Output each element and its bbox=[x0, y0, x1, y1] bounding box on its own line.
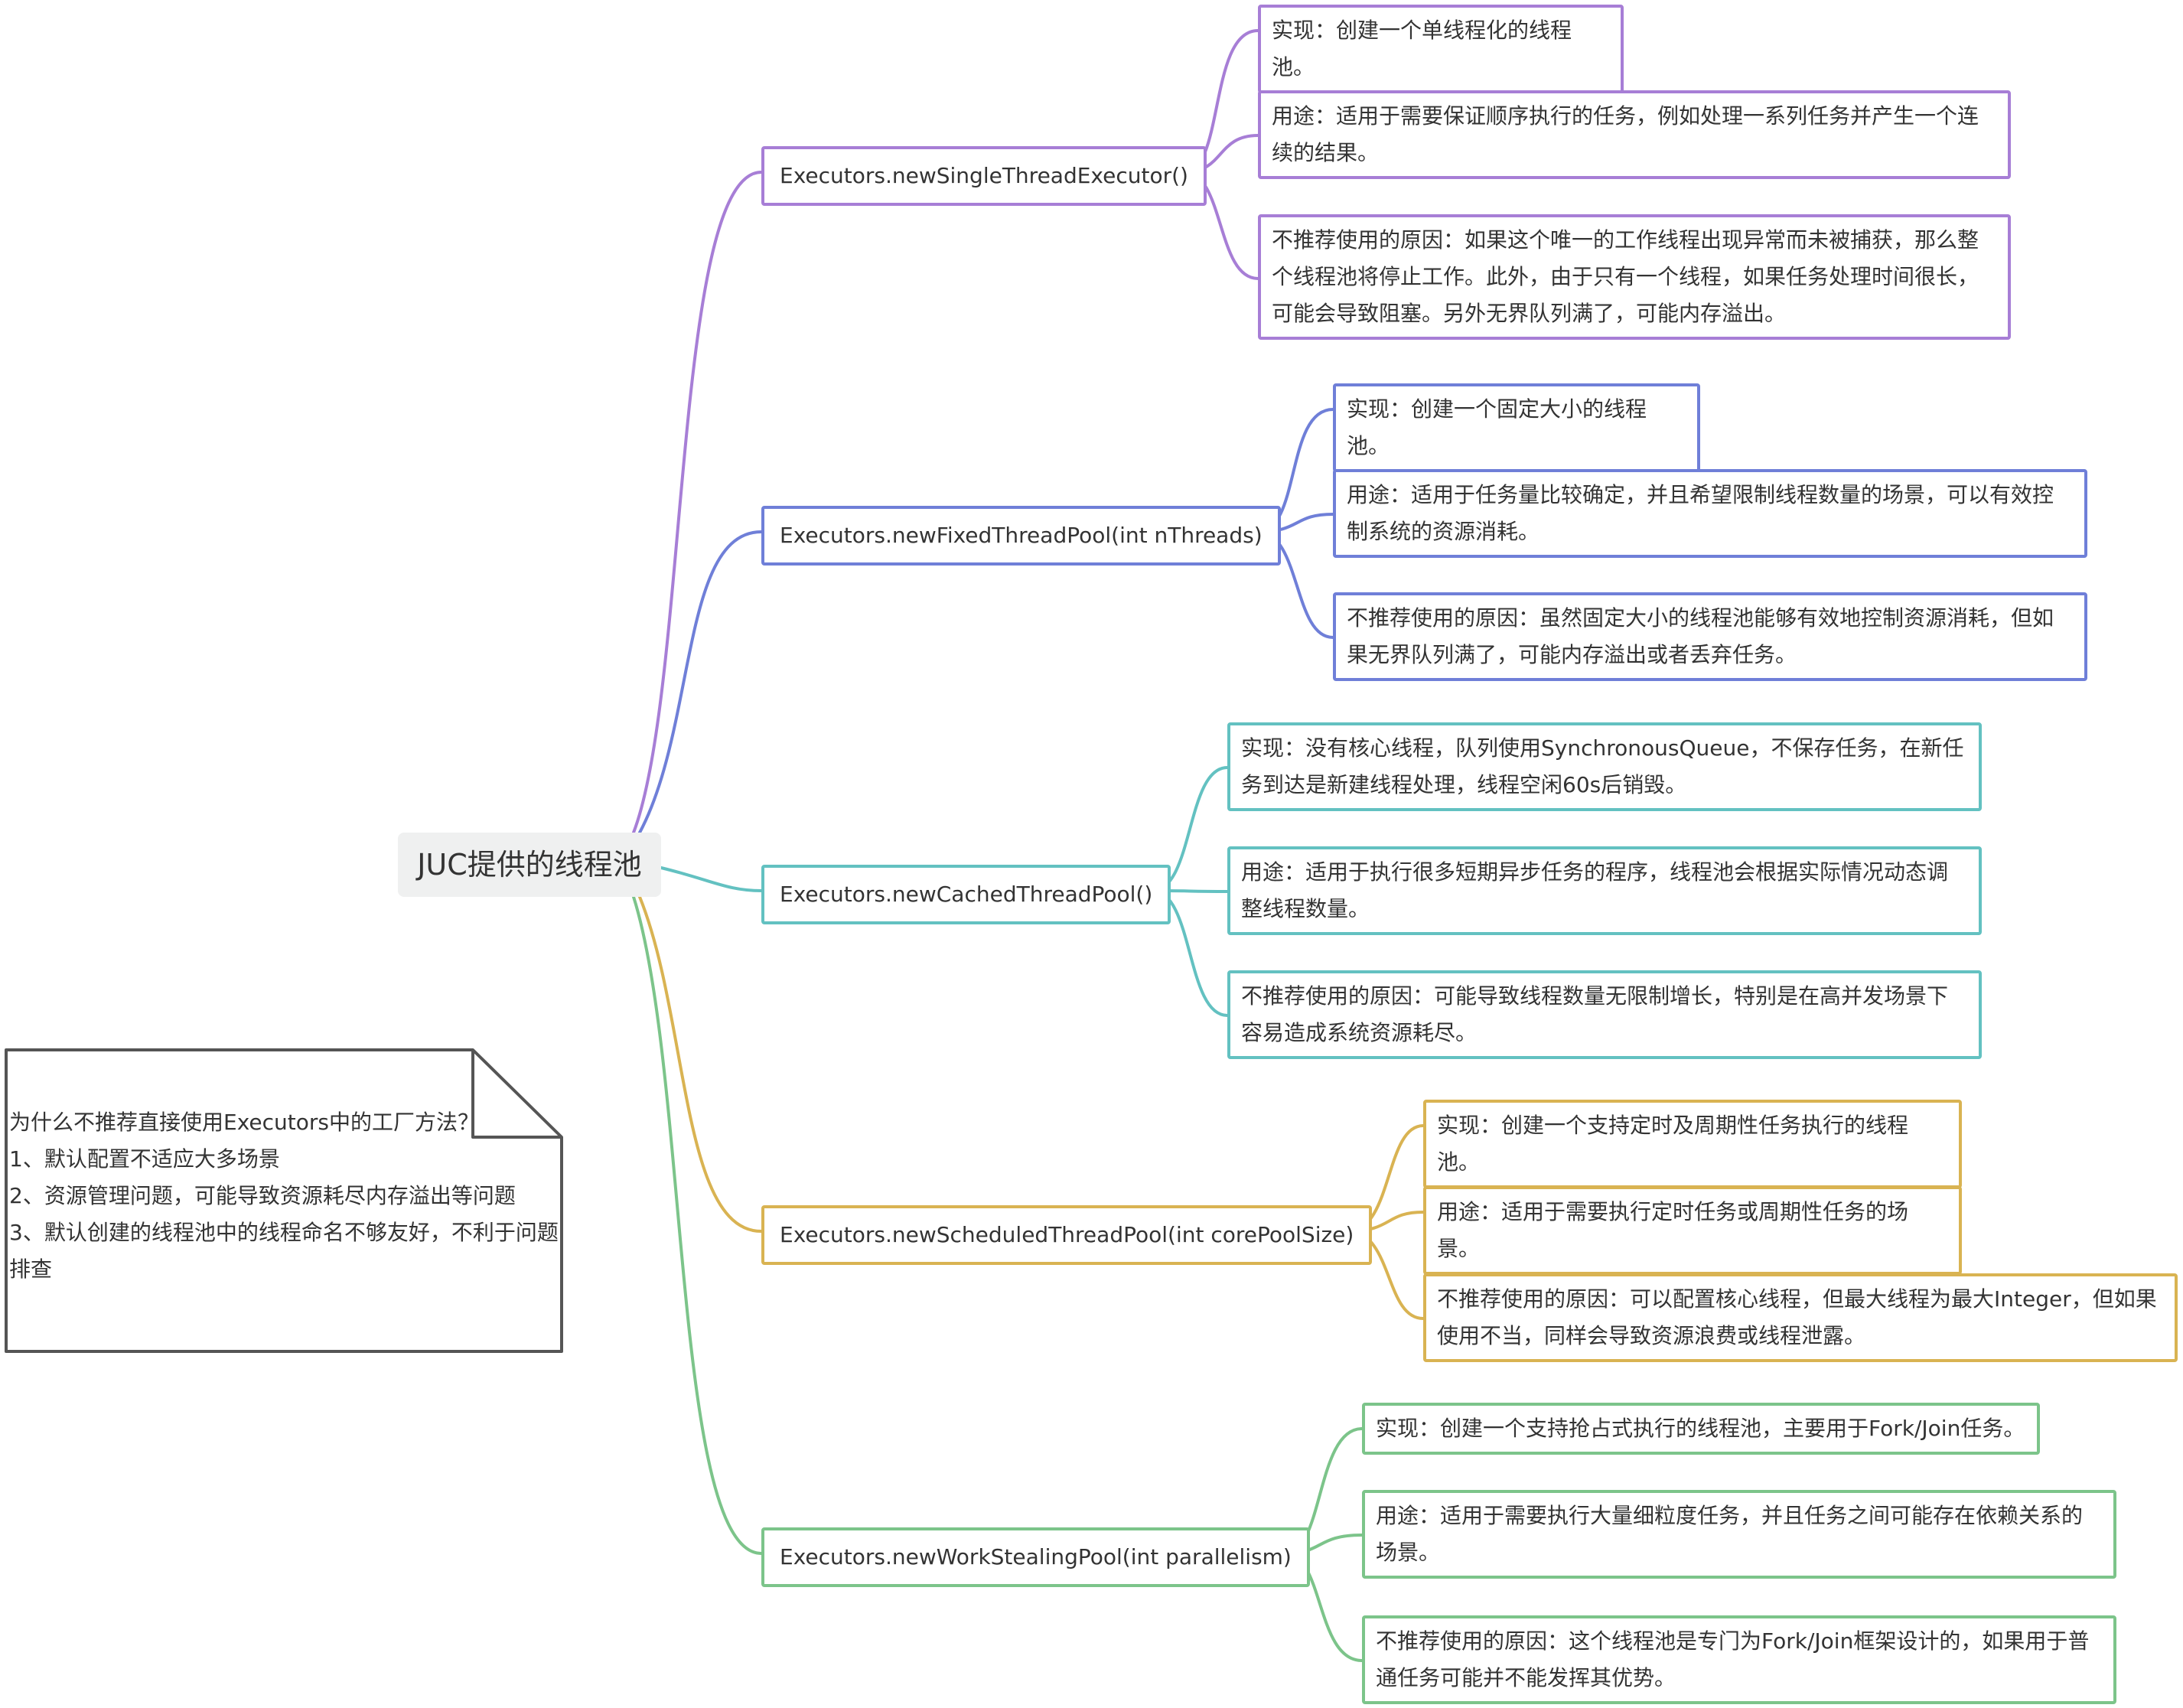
note-line-1: 1、默认配置不适应大多场景 bbox=[9, 1146, 280, 1172]
branch-single-thread-executor[interactable]: Executors.newSingleThreadExecutor() bbox=[761, 146, 1207, 206]
leaf-single-impl[interactable]: 实现：创建一个单线程化的线程池。 bbox=[1258, 5, 1624, 93]
branch-cached-thread-pool[interactable]: Executors.newCachedThreadPool() bbox=[761, 865, 1171, 924]
note-card bbox=[5, 1048, 563, 1353]
leaf-cached-impl[interactable]: 实现：没有核心线程，队列使用SynchronousQueue，不保存任务，在新任… bbox=[1227, 722, 1982, 811]
leaf-fixed-use[interactable]: 用途：适用于任务量比较确定，并且希望限制线程数量的场景，可以有效控制系统的资源消… bbox=[1333, 469, 2087, 558]
note-line-2: 2、资源管理问题，可能导致资源耗尽内存溢出等问题 bbox=[9, 1183, 516, 1208]
leaf-fixed-why[interactable]: 不推荐使用的原因：虽然固定大小的线程池能够有效地控制资源消耗，但如果无界队列满了… bbox=[1333, 592, 2087, 681]
leaf-workstealing-impl[interactable]: 实现：创建一个支持抢占式执行的线程池，主要用于Fork/Join任务。 bbox=[1362, 1403, 2040, 1455]
leaf-workstealing-why[interactable]: 不推荐使用的原因：这个线程池是专门为Fork/Join框架设计的，如果用于普通任… bbox=[1362, 1615, 2116, 1704]
leaf-cached-use[interactable]: 用途：适用于执行很多短期异步任务的程序，线程池会根据实际情况动态调整线程数量。 bbox=[1227, 846, 1982, 935]
connector-root-branch-3 bbox=[660, 866, 763, 892]
leaf-single-why[interactable]: 不推荐使用的原因：如果这个唯一的工作线程出现异常而未被捕获，那么整个线程池将停止… bbox=[1258, 214, 2011, 340]
note-line-3: 3、默认创建的线程池中的线程命名不够友好，不利于问题排查 bbox=[9, 1220, 559, 1282]
branch-work-stealing-pool[interactable]: Executors.newWorkStealingPool(int parall… bbox=[761, 1527, 1310, 1587]
leaf-fixed-impl[interactable]: 实现：创建一个固定大小的线程池。 bbox=[1333, 383, 1700, 472]
leaf-scheduled-why[interactable]: 不推荐使用的原因：可以配置核心线程，但最大线程为最大Integer，但如果使用不… bbox=[1423, 1273, 2178, 1362]
connector-root-branch-2 bbox=[638, 530, 763, 834]
leaf-single-use[interactable]: 用途：适用于需要保证顺序执行的任务，例如处理一系列任务并产生一个连续的结果。 bbox=[1258, 90, 2011, 179]
connector-root-branch-1 bbox=[632, 171, 763, 834]
note-title: 为什么不推荐直接使用Executors中的工厂方法？ bbox=[9, 1110, 479, 1135]
branch-scheduled-thread-pool[interactable]: Executors.newScheduledThreadPool(int cor… bbox=[761, 1205, 1373, 1265]
branch-fixed-thread-pool[interactable]: Executors.newFixedThreadPool(int nThread… bbox=[761, 506, 1281, 566]
leaf-scheduled-impl[interactable]: 实现：创建一个支持定时及周期性任务执行的线程池。 bbox=[1423, 1100, 1962, 1188]
leaf-workstealing-use[interactable]: 用途：适用于需要执行大量细粒度任务，并且任务之间可能存在依赖关系的场景。 bbox=[1362, 1490, 2116, 1579]
leaf-cached-why[interactable]: 不推荐使用的原因：可能导致线程数量无限制增长，特别是在高并发场景下容易造成系统资… bbox=[1227, 970, 1982, 1059]
connector-root-branch-4 bbox=[638, 895, 763, 1233]
note-content[interactable]: 为什么不推荐直接使用Executors中的工厂方法？ 1、默认配置不适应大多场景… bbox=[9, 1104, 560, 1288]
leaf-scheduled-use[interactable]: 用途：适用于需要执行定时任务或周期性任务的场景。 bbox=[1423, 1186, 1962, 1275]
root-topic[interactable]: JUC提供的线程池 bbox=[398, 833, 661, 897]
connector-root-branch-5 bbox=[632, 895, 763, 1555]
